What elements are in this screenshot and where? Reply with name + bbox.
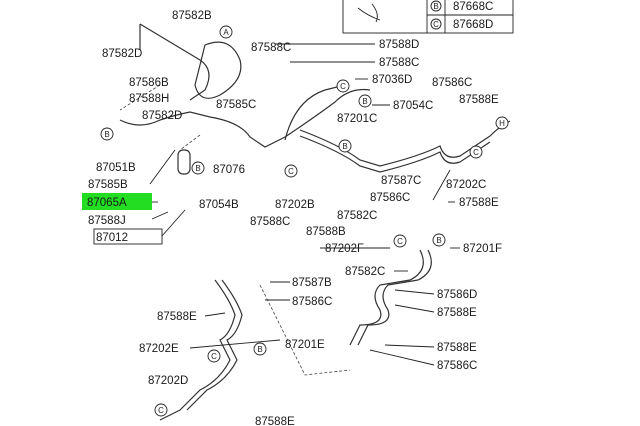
callout-b	[100, 127, 114, 141]
callout-a	[219, 25, 233, 39]
svg-text:B: B	[362, 97, 367, 106]
part-label[interactable]: 87588C	[250, 216, 290, 228]
part-label[interactable]: 87588E	[437, 307, 477, 319]
part-labels: 87582B 87582D 87588C 87586B 87588H 87585…	[87, 10, 502, 426]
part-label[interactable]: 87201F	[463, 243, 502, 255]
part-label[interactable]: 87586C	[370, 192, 410, 204]
pipe-drawings	[119, 23, 511, 421]
part-label[interactable]: 87202B	[275, 199, 315, 211]
svg-text:C: C	[340, 82, 346, 91]
callout-b	[253, 342, 267, 356]
svg-text:C: C	[211, 352, 217, 361]
part-label[interactable]: 87588C	[379, 57, 419, 69]
callout-h	[495, 116, 509, 130]
callout-c	[284, 164, 298, 178]
part-label[interactable]: 87202E	[139, 343, 179, 355]
part-label[interactable]: 87588E	[459, 94, 499, 106]
part-box-87012	[93, 228, 163, 245]
callout-c	[469, 145, 483, 159]
svg-text:B: B	[257, 345, 262, 354]
part-label[interactable]: 87582B	[172, 10, 212, 22]
svg-text:C: C	[158, 406, 164, 415]
callout-c	[393, 234, 407, 248]
svg-text:B: B	[342, 142, 347, 151]
part-label[interactable]: 87585C	[216, 99, 256, 111]
part-label[interactable]: 87588E	[459, 197, 499, 209]
part-label[interactable]: 87588B	[306, 226, 346, 238]
svg-text:C: C	[288, 167, 294, 176]
legend-key-c: C	[433, 20, 439, 29]
part-label[interactable]: 87588D	[379, 39, 419, 51]
part-label[interactable]: 87588J	[88, 215, 126, 227]
callout-b	[358, 94, 372, 108]
legend-key-b: B	[433, 2, 438, 11]
part-label[interactable]: 87202C	[446, 179, 486, 191]
part-label[interactable]: 87012	[96, 232, 128, 244]
part-label[interactable]: 87588C	[251, 42, 291, 54]
part-label[interactable]: 87202F	[325, 243, 364, 255]
svg-text:B: B	[104, 130, 109, 139]
part-label[interactable]: 87036D	[372, 74, 412, 86]
callout-c	[154, 403, 168, 417]
part-label[interactable]: 87054B	[199, 199, 239, 211]
part-label[interactable]: 87587C	[381, 175, 421, 187]
callout-b	[191, 161, 205, 175]
part-label[interactable]: 87586B	[129, 77, 169, 89]
legend-part-c[interactable]: 87668D	[453, 19, 493, 31]
part-label[interactable]: 87587B	[292, 277, 332, 289]
svg-text:H: H	[499, 119, 505, 128]
svg-text:C: C	[473, 148, 479, 157]
part-label[interactable]: 87582D	[142, 110, 182, 122]
part-label[interactable]: 87586C	[437, 360, 477, 372]
svg-text:A: A	[223, 28, 229, 37]
svg-text:C: C	[397, 237, 403, 246]
part-label[interactable]: 87588E	[437, 342, 477, 354]
svg-text:B: B	[195, 164, 200, 173]
callout-c	[207, 349, 221, 363]
part-label[interactable]: 87588E	[255, 416, 295, 426]
part-label[interactable]: 87582C	[337, 210, 377, 222]
svg-text:B: B	[436, 236, 441, 245]
part-label[interactable]: 87051B	[96, 162, 136, 174]
legend-table: B C 87668C 87668D	[342, 0, 514, 34]
callout-b	[432, 233, 446, 247]
part-label-highlighted[interactable]: 87065A	[87, 197, 127, 209]
part-label[interactable]: 87585B	[88, 179, 128, 191]
part-label[interactable]: 87202D	[148, 375, 188, 387]
legend-part-b[interactable]: 87668C	[453, 1, 493, 13]
part-label[interactable]: 87582D	[102, 48, 142, 60]
part-label[interactable]: 87201E	[285, 339, 325, 351]
highlight-marker	[82, 193, 152, 210]
part-label[interactable]: 87586C	[432, 77, 472, 89]
part-label[interactable]: 87201C	[337, 113, 377, 125]
part-label[interactable]: 87054C	[393, 100, 433, 112]
part-label[interactable]: 87586C	[292, 296, 332, 308]
part-label[interactable]: 87586D	[437, 289, 477, 301]
callout-b	[338, 139, 352, 153]
part-label[interactable]: 87588E	[157, 311, 197, 323]
leader-lines	[149, 43, 460, 366]
part-label[interactable]: 87582C	[345, 266, 385, 278]
callout-c	[336, 79, 350, 93]
part-label[interactable]: 87588H	[129, 93, 169, 105]
part-label[interactable]: 87076	[213, 164, 245, 176]
